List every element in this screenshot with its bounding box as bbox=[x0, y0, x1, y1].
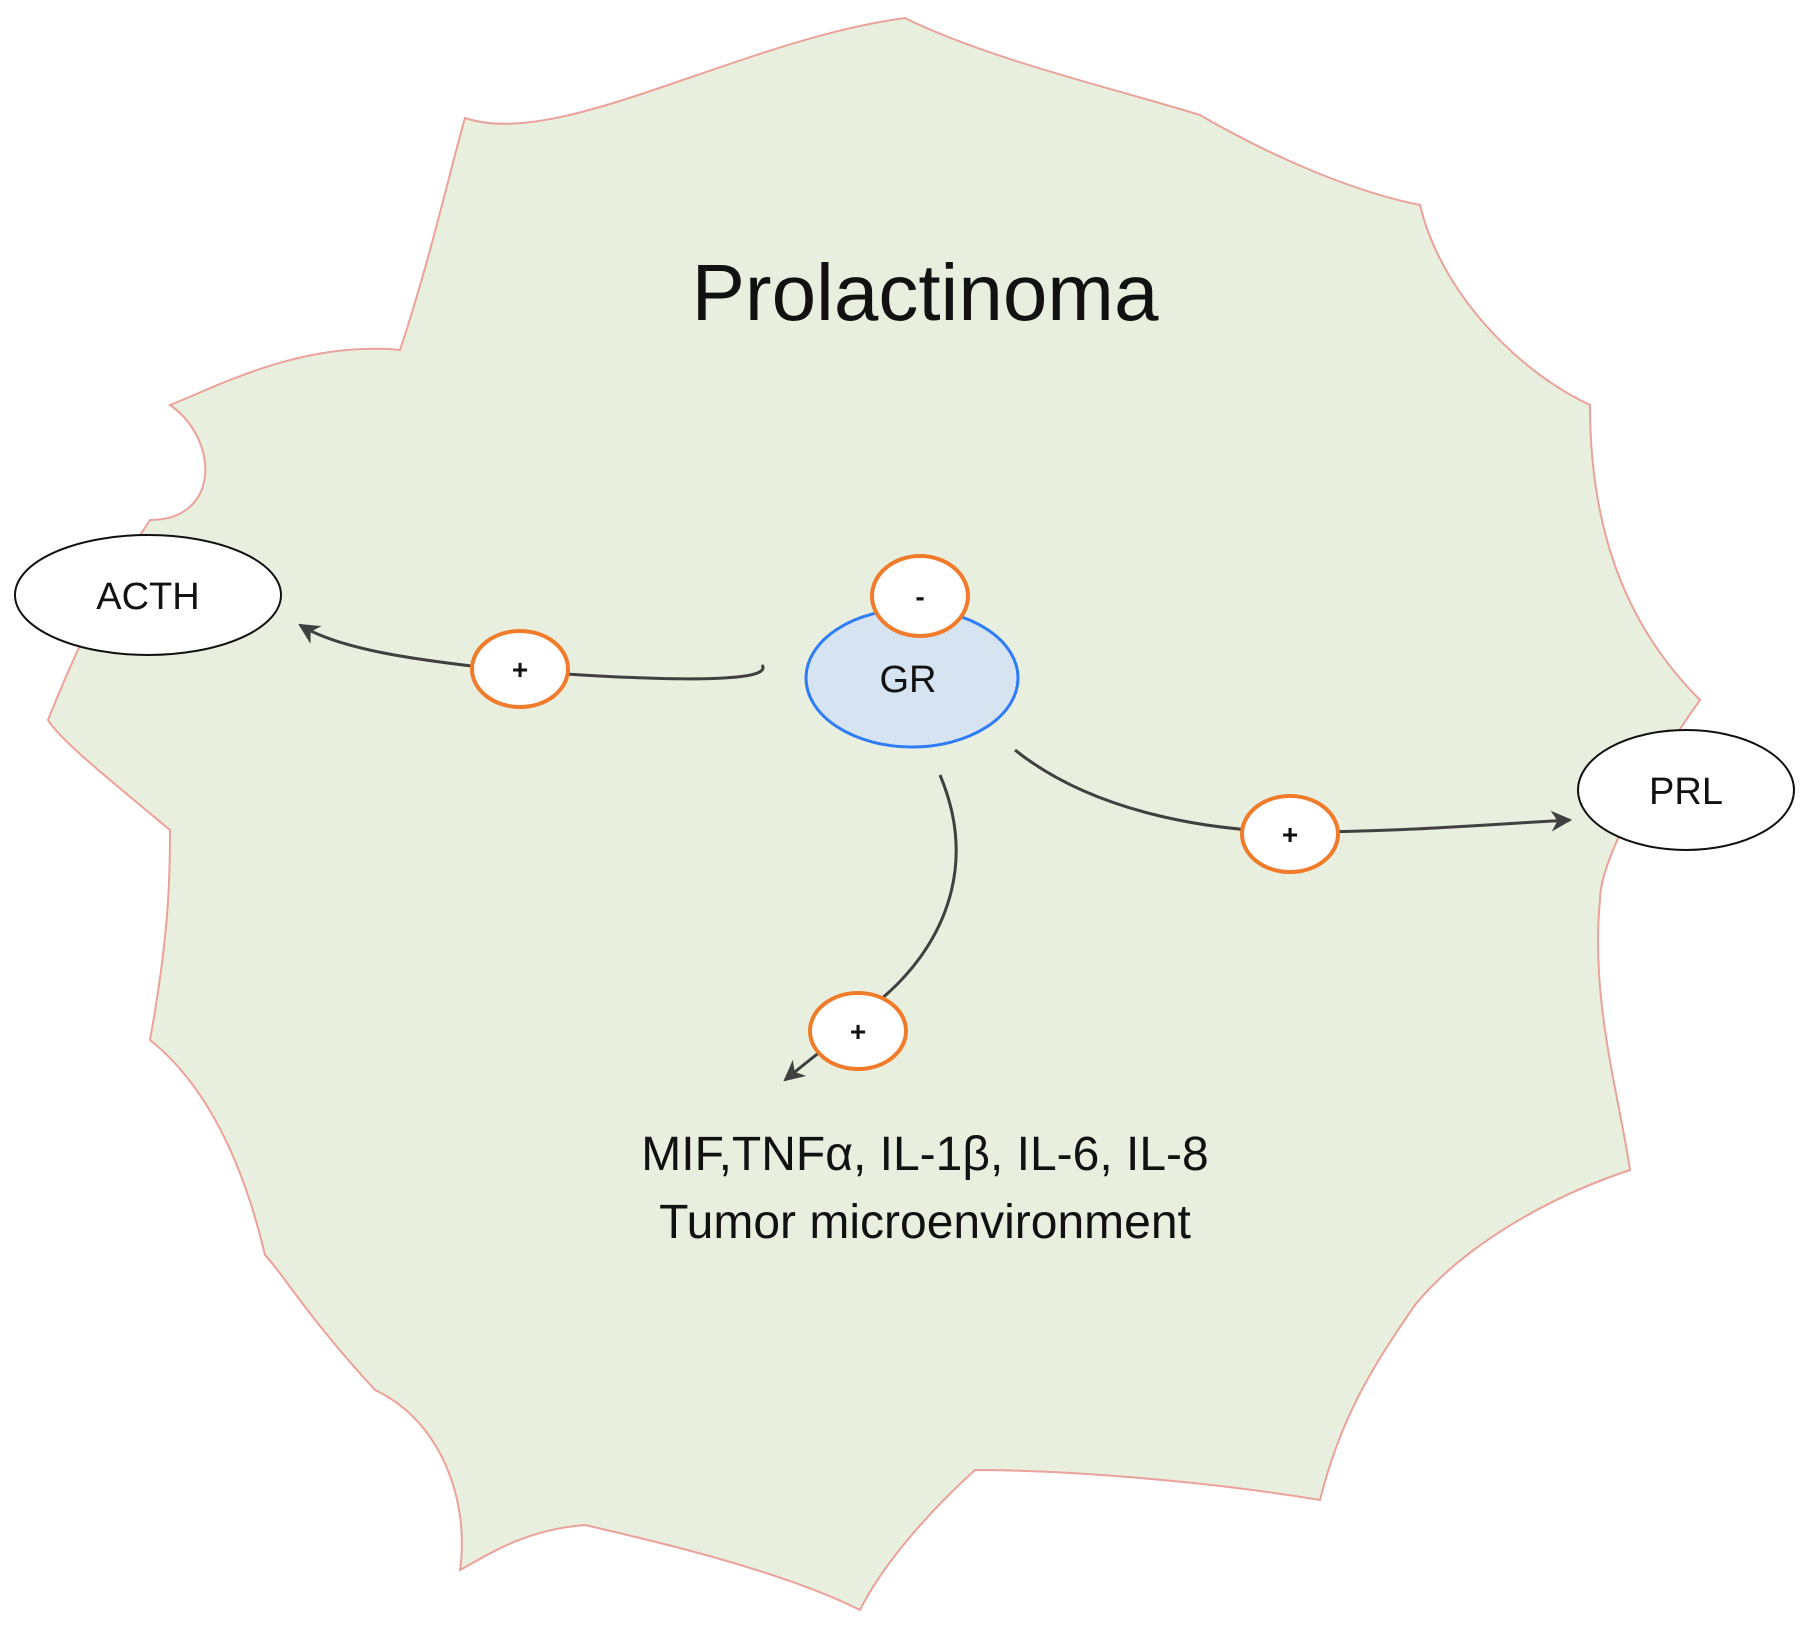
acth-activation-sign bbox=[470, 629, 570, 709]
acth-activation-sign-label: + bbox=[512, 654, 528, 685]
prl-node bbox=[1577, 729, 1795, 851]
cytokine-list: MIF,TNFα, IL-1β, IL-6, IL-8 bbox=[641, 1128, 1208, 1181]
prl-label: PRL bbox=[1649, 771, 1723, 813]
gr-inhibition-sign-label: - bbox=[915, 581, 924, 612]
gr-inhibition-sign bbox=[870, 554, 970, 638]
prl-activation-sign-label: + bbox=[1282, 819, 1298, 850]
cytokine-activation-sign bbox=[808, 991, 908, 1071]
acth-label: ACTH bbox=[96, 576, 199, 618]
gr-label: GR bbox=[880, 659, 937, 701]
cell-title: Prolactinoma bbox=[692, 248, 1159, 337]
prolactinoma-cell-outline bbox=[46, 16, 1702, 1612]
acth-node bbox=[14, 534, 282, 656]
cytokine-activation-sign-label: + bbox=[850, 1016, 866, 1047]
prl-activation-sign bbox=[1240, 794, 1340, 874]
tumor-microenvironment-label: Tumor microenvironment bbox=[659, 1196, 1191, 1249]
